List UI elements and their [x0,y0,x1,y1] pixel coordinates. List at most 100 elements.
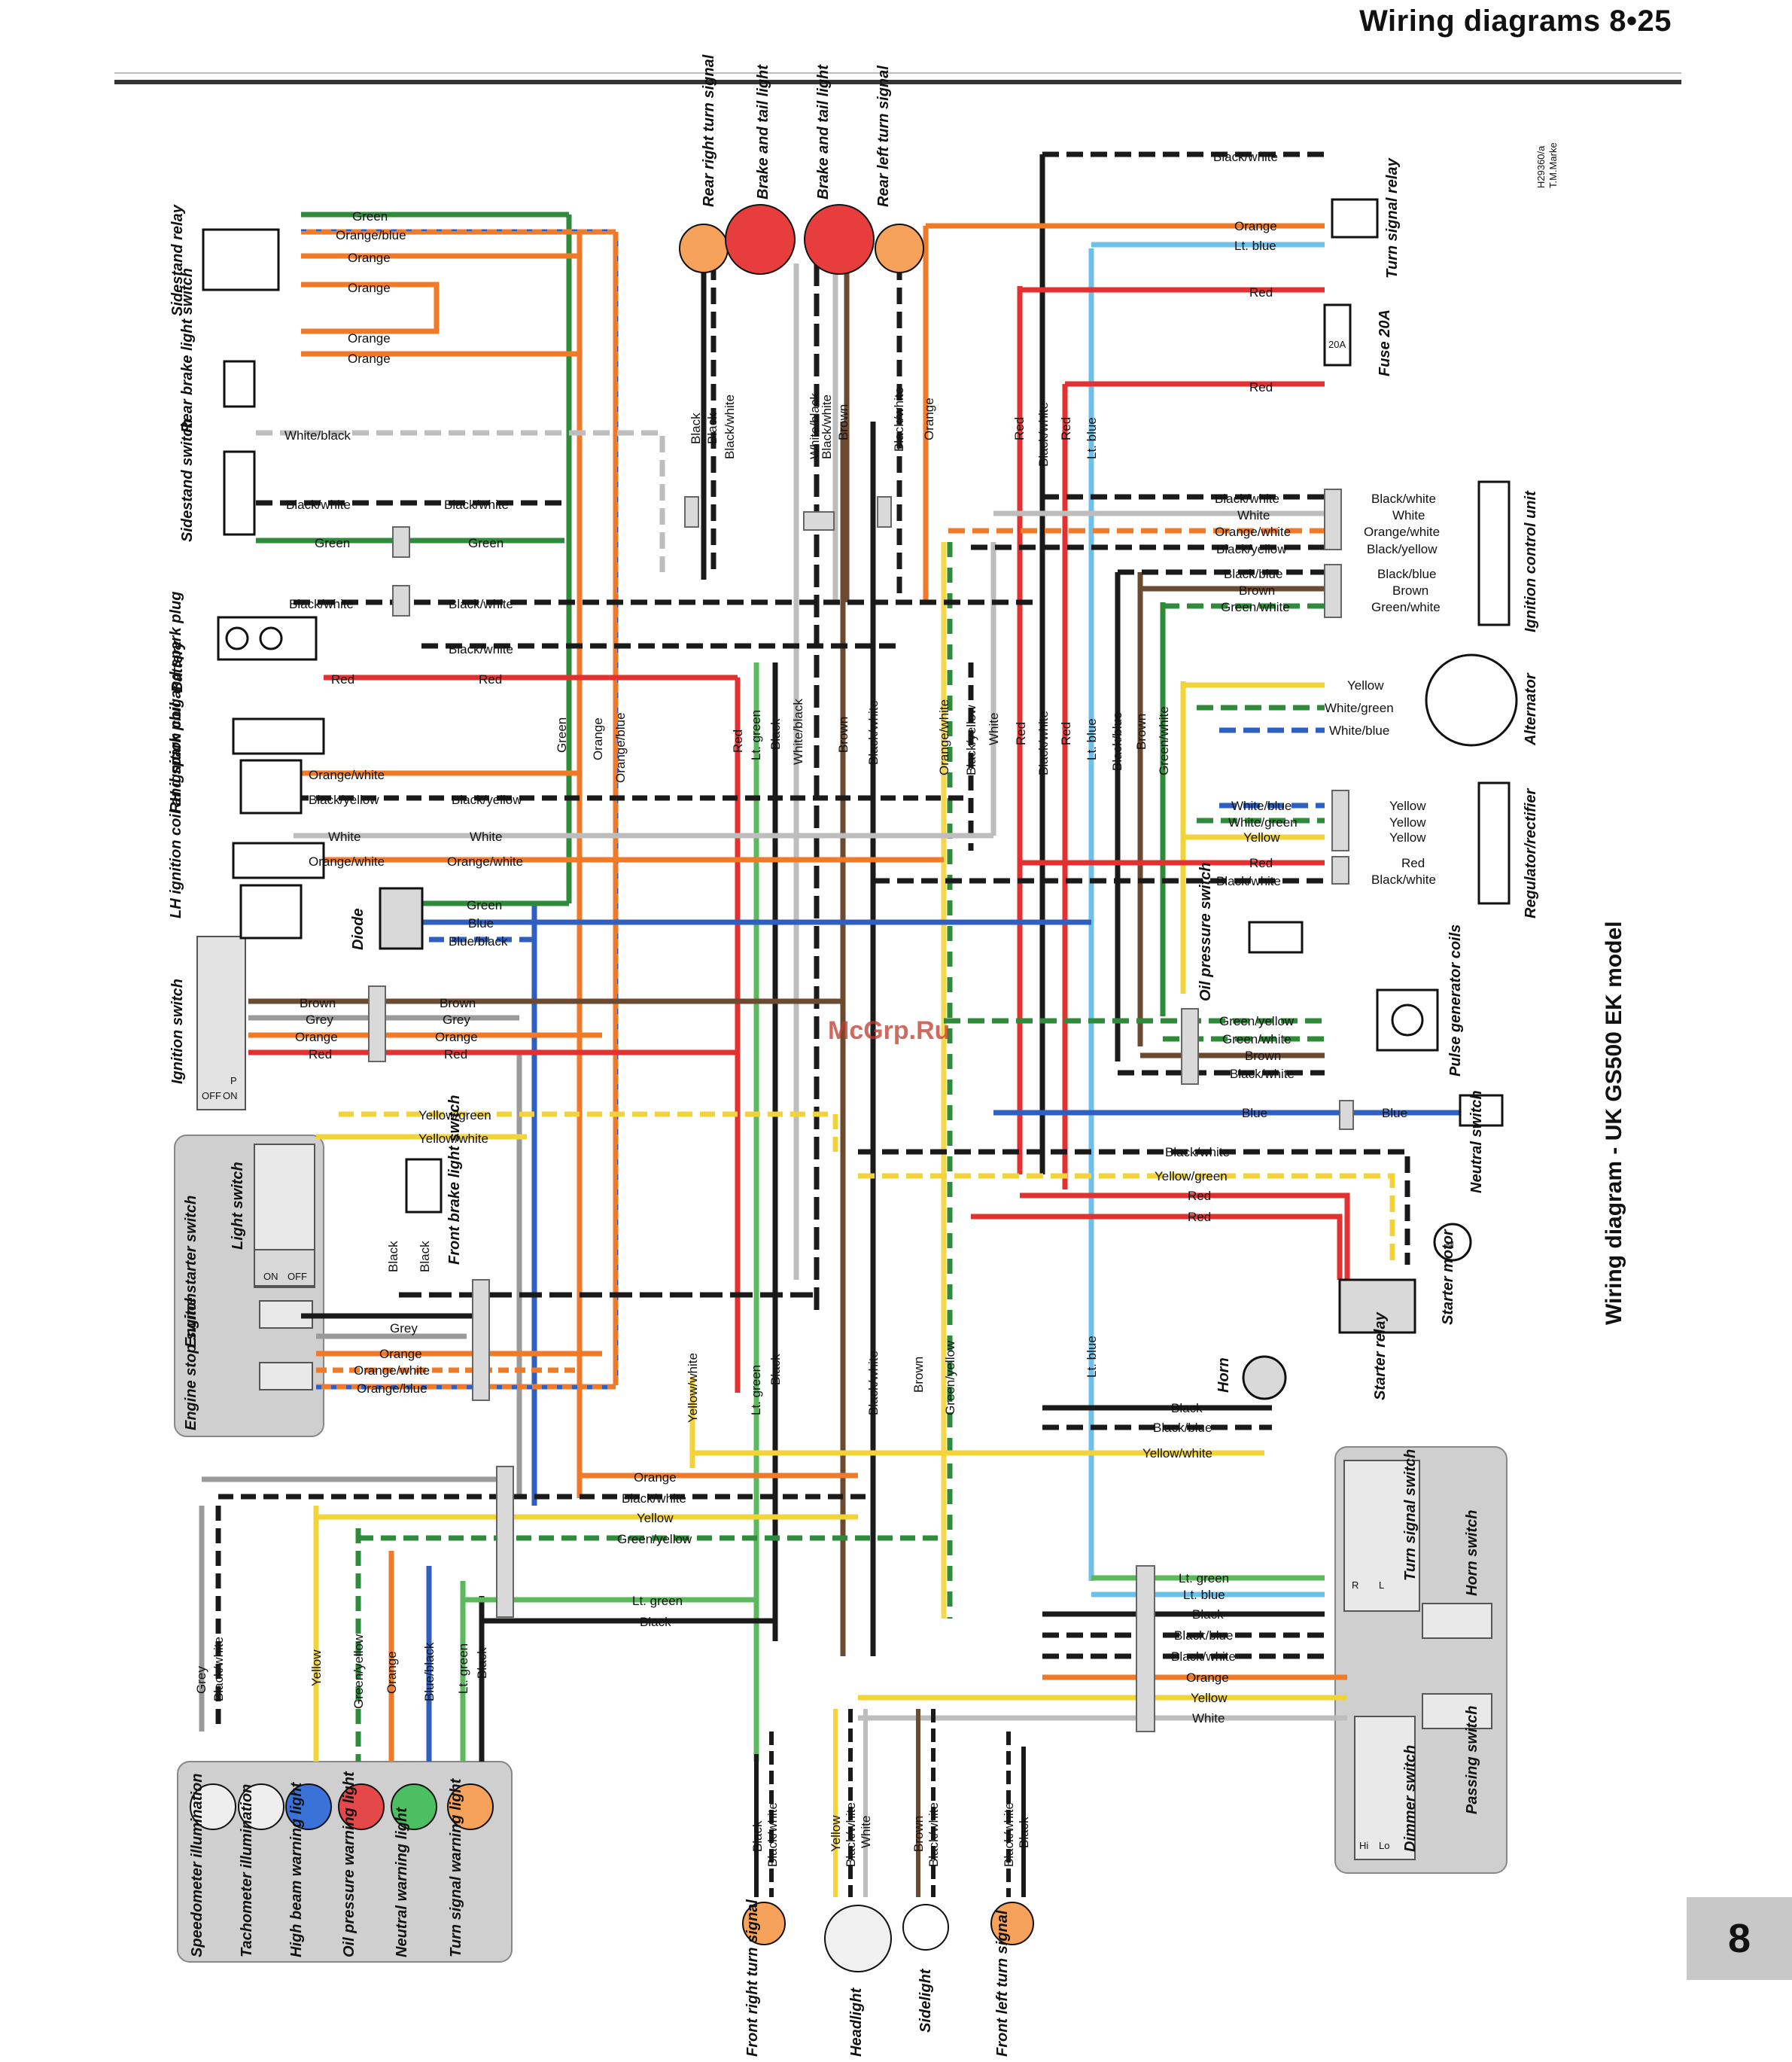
wire-label: Black/white [1002,1802,1016,1867]
wire-label: Orange/white [354,1363,430,1378]
wire-label: Black [768,718,783,750]
wire-label: Orange/blue [336,228,406,242]
wire-label: Black/white [444,498,509,512]
light-switch-label: Light switch [230,1162,246,1250]
wire-label: Red [1249,380,1273,394]
wire-label: Black/white [1215,492,1279,506]
wire-label: Black/white [866,1351,881,1415]
front-brake-switch-label: Front brake light switch [446,1095,463,1265]
wire-label: Red [331,672,354,687]
wire-label: Lt. green [749,1365,763,1415]
component-labels: Sidestand relay Rear brake light switch … [168,54,1559,2057]
wire-label: Orange/white [937,699,951,775]
wire-label: White/blue [1231,799,1292,813]
wire-label: Orange [348,352,391,366]
lamps [190,204,1034,1972]
wire-label: White [987,713,1001,745]
wire-label: Orange [379,1347,422,1361]
wire-label: Black [750,1820,765,1852]
wire-label: Black/yellow [964,705,978,775]
wire-label: Black/blue [1377,567,1436,581]
wire-label: Black/white [892,387,906,452]
regulator-label: Regulator/rectifier [1523,788,1539,918]
wire-label: Orange/white [1364,525,1440,539]
wire-label: Red [1249,856,1273,870]
wire-label: Yellow/white [1142,1446,1212,1460]
wire-label: Black/white [866,700,881,765]
wire-label: White/black [808,393,822,459]
wire-label: Lt. blue [1085,718,1099,760]
page-header-title: Wiring diagrams 8•25 [1359,5,1672,38]
wire-label: Black/white [211,1637,226,1701]
wire-label: White [859,1816,873,1848]
wire-label: Red [1249,285,1273,300]
wire-label: Black/yellow [309,793,379,807]
header-rule-thin [114,72,1681,74]
wire-label: Black [1192,1607,1224,1622]
wire-label: Green/white [1157,706,1171,775]
wire-label: White/black [791,699,805,765]
ignition-unit-label: Ignition control unit [1523,490,1539,632]
wire-label: Black/white [1213,150,1278,164]
drawing-ref-2: T.M.Marke [1547,142,1559,188]
wire-labels-right: Black/white Orange Lt. blue Red Red Blac… [1142,150,1441,1725]
symbols: 20A M [202,198,1518,1400]
wire-label: Black/white [820,394,834,459]
wire-label: Brown [1245,1049,1281,1063]
wire-label: White/green [1228,815,1298,830]
wire-label: Brown [300,996,336,1010]
wire-label: Black/white [844,1802,858,1867]
wire-label: Black/blue [1153,1421,1212,1435]
ignition-switch-label: Ignition switch [169,979,186,1084]
wire-label: Brown [911,1816,926,1852]
wire-label: Brown [1134,714,1149,750]
ignition-pos-off: OFF [202,1090,221,1101]
wire-label: Black [1017,1817,1031,1848]
starter-motor-label: Starter motor [1440,1229,1456,1325]
handlebar-switch-panel: R L Hi Lo [1334,1446,1508,1874]
wire-label: Orange [348,331,391,346]
wire-label: Yellow [637,1511,674,1525]
wire-label: Brown [1392,583,1428,598]
wire-label: Black [768,1354,783,1385]
wire-label: Yellow [1389,799,1426,813]
wire-label: Brown [836,717,850,753]
wire-label: White [1237,508,1270,522]
wire-label: Black [689,413,703,444]
turn-switch-label: Turn signal switch [1402,1449,1419,1581]
wire-label: Black/yellow [452,793,522,807]
wire-label: Black/blue [1110,712,1124,771]
wire-label: Black/white [723,394,737,459]
wire-label: Orange [634,1470,677,1485]
wire-label: Blue [468,916,494,930]
brake-tail-1-label: Brake and tail light [755,64,771,199]
wire-label: Brown [836,404,850,440]
wire-label: White [1192,1711,1225,1725]
brake-tail-2-label: Brake and tail light [815,64,832,199]
neutral-switch-label: Neutral switch [1468,1090,1485,1193]
high-beam-label: High beam warning light [288,1781,305,1957]
wire-label: Brown [1239,583,1275,598]
wire-label: Lt. green [456,1643,470,1694]
light-switch-panel: ON OFF [174,1135,324,1437]
lh-coil-label: LH ignition coil and spark plug [168,699,184,918]
wire-label: Red [1059,417,1073,440]
wire-label: Green [467,898,502,912]
wire-label: Red [479,672,502,687]
wire-label: Orange [348,281,391,295]
wire-label: Yellow [1347,678,1384,693]
wire-label: Black [1171,1401,1203,1415]
wire-label: Yellow [309,1649,324,1686]
sidestand-switch-label: Sidestand switch [179,419,196,542]
wire-label: Orange [385,1651,399,1694]
wire-label: Black/white [765,1802,780,1867]
light-switch-on: ON [263,1271,278,1282]
starter-motor-symbol: M [1446,1239,1454,1250]
dimmer-pos-lo: Lo [1379,1840,1389,1851]
wire-label: Lt. blue [1234,239,1276,253]
wire-label: Yellow [1389,830,1426,845]
wire-label: Green [352,209,388,224]
wire-label: Black/white [1036,402,1051,467]
horizontal-wires-right [692,151,1468,1721]
